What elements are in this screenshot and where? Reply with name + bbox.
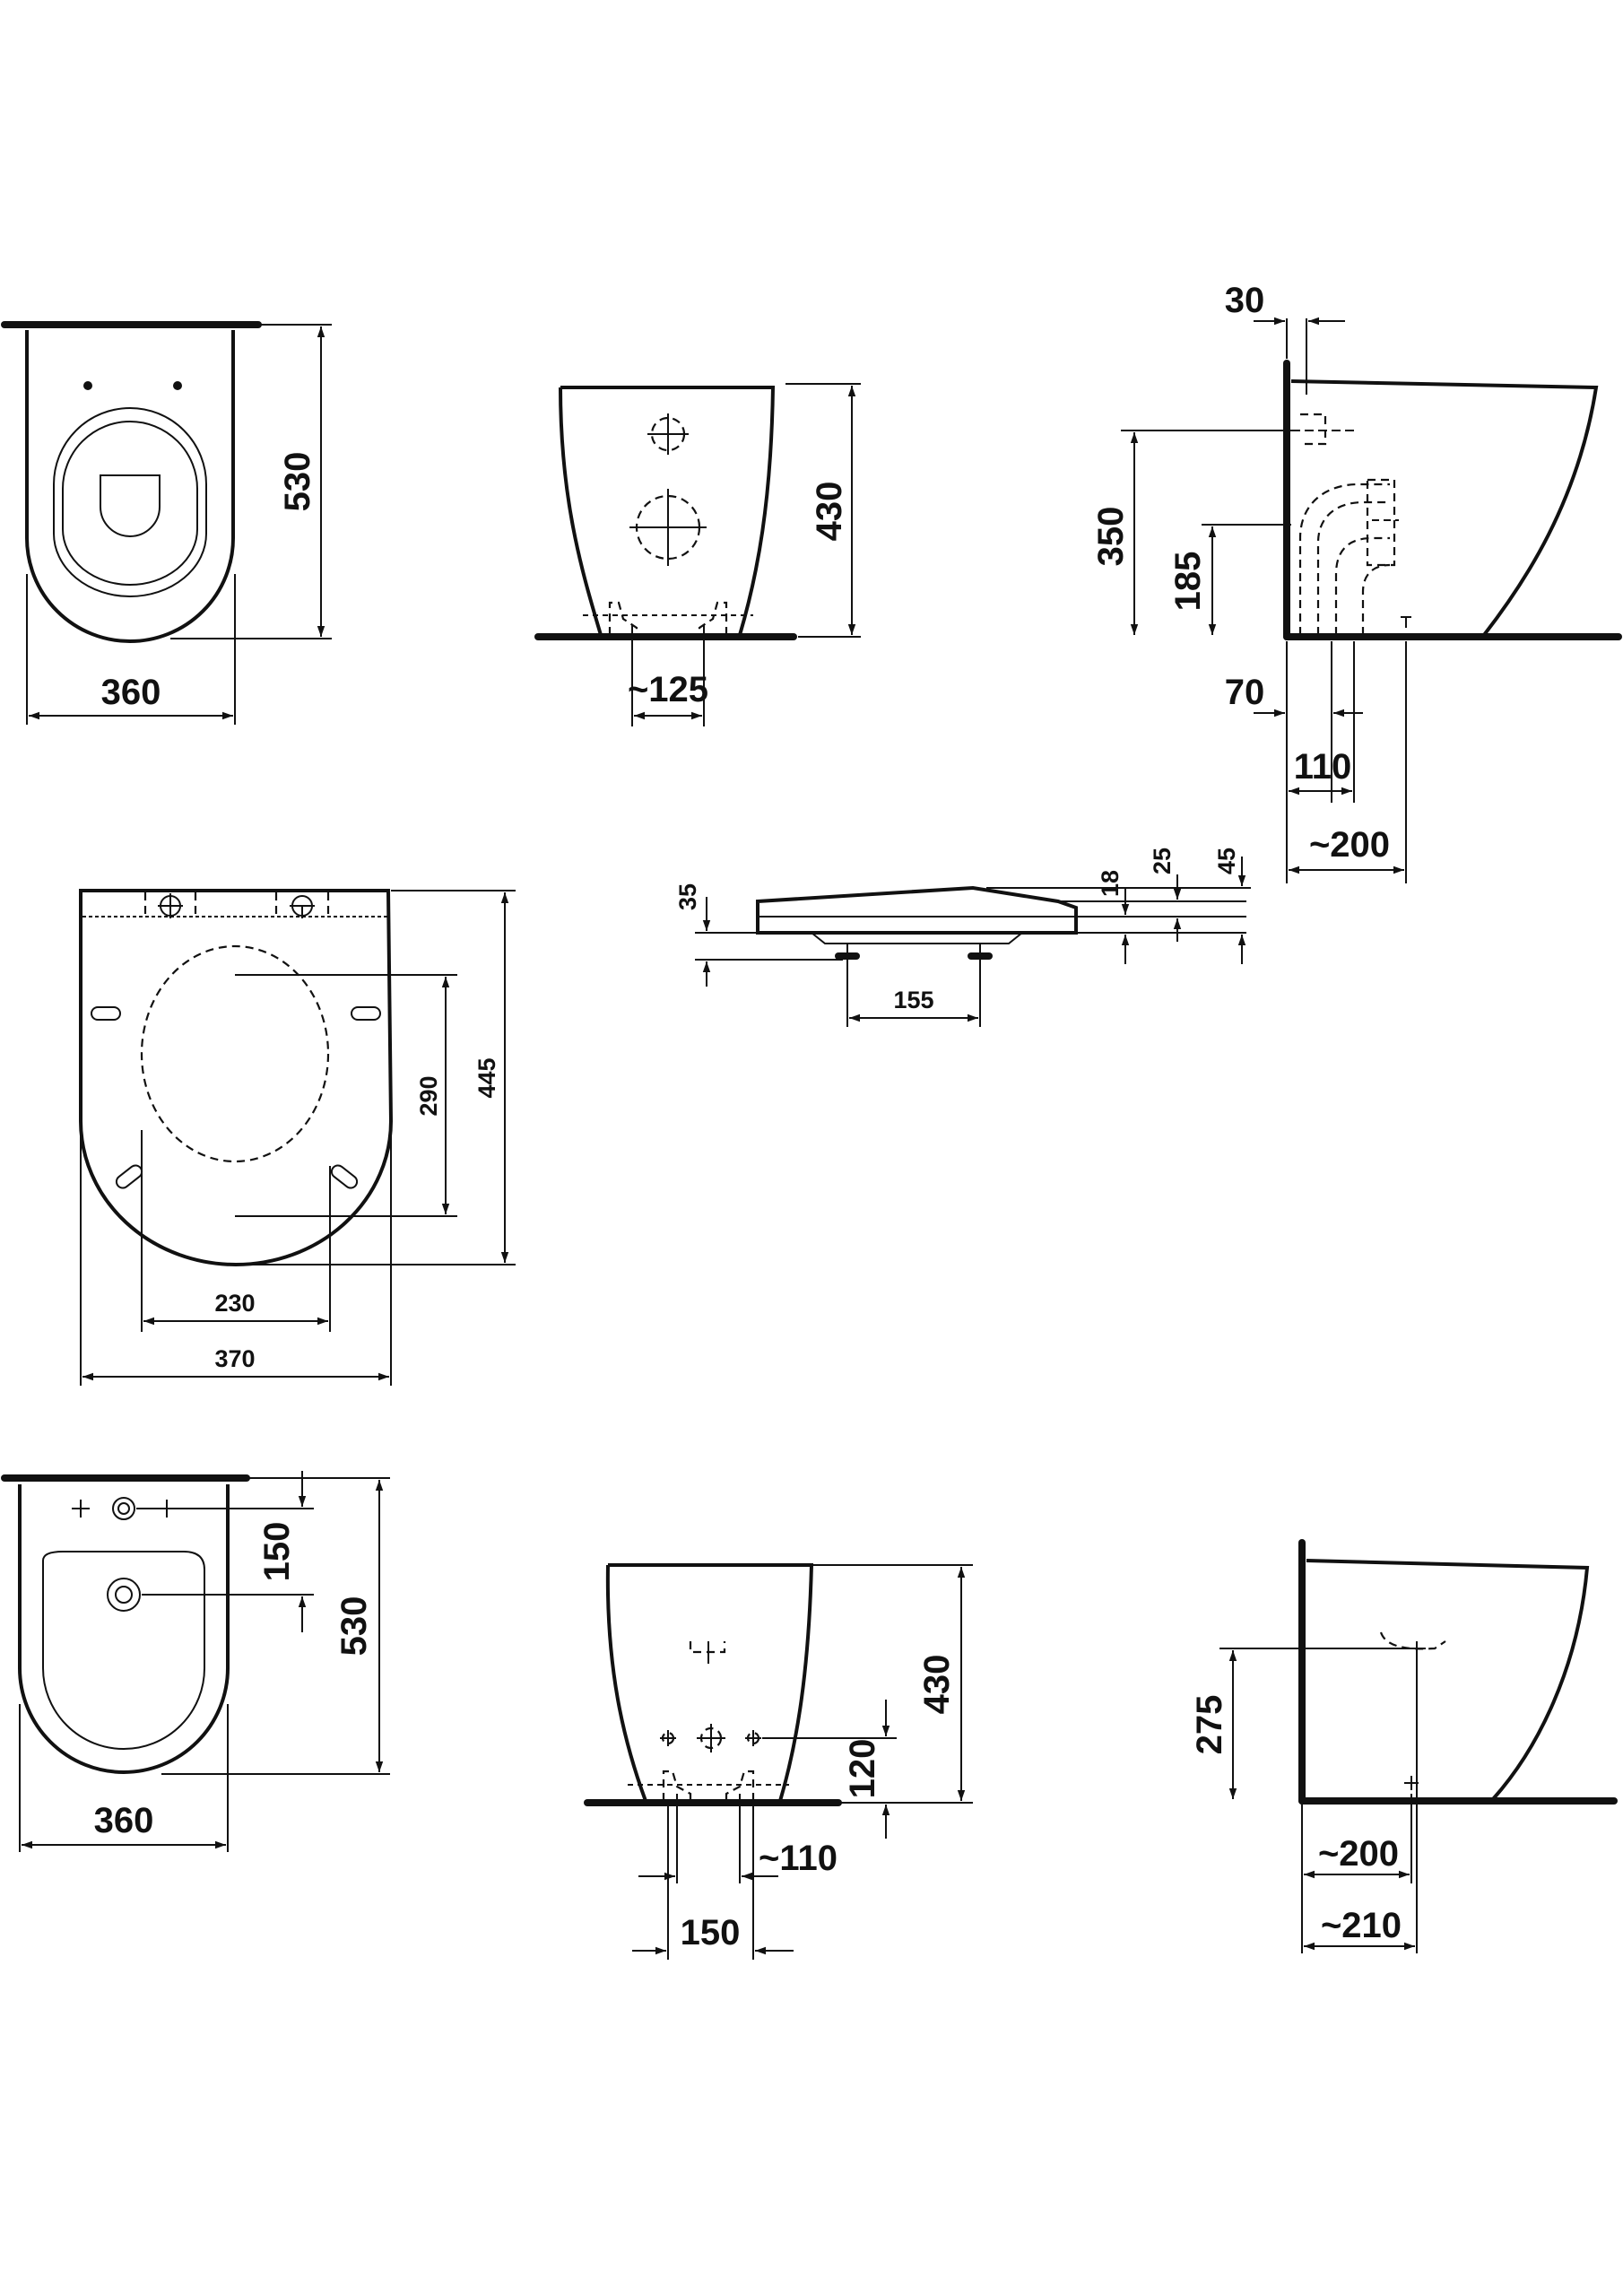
toilet-side-outlet-height-label: 185 <box>1168 552 1208 612</box>
bidet-top-width-label: 360 <box>94 1801 154 1840</box>
toilet-front-height-label: 430 <box>810 482 849 542</box>
seat-top-view: 290 445 230 370 <box>79 889 516 1386</box>
seat-outer-width-label: 370 <box>214 1345 255 1372</box>
toilet-front-view: 430 ~125 <box>534 383 861 726</box>
toilet-top-depth-label: 530 <box>278 452 317 512</box>
seat-cover-thickness-label: 18 <box>1097 870 1124 897</box>
toilet-side-outlet-offset-label: 70 <box>1225 673 1265 712</box>
toilet-side-wall-gap-label: 30 <box>1225 281 1265 320</box>
seat-inner-depth-label: 290 <box>415 1075 442 1116</box>
seat-clearance-label: 35 <box>674 883 701 910</box>
bidet-front-connection-label: 150 <box>681 1913 741 1952</box>
seat-inner-width-label: 230 <box>214 1290 255 1317</box>
bidet-front-view: 430 120 ~110 150 <box>584 1563 973 1960</box>
bidet-front-height-label: 430 <box>917 1655 957 1715</box>
bidet-side-fixing-label: ~200 <box>1318 1834 1399 1874</box>
bidet-front-supply-height-label: 120 <box>843 1739 882 1799</box>
toilet-side-view: 30 350 185 70 110 ~200 <box>1091 281 1622 883</box>
toilet-side-inlet-height-label: 350 <box>1091 507 1131 567</box>
seat-height-label: 25 <box>1149 848 1176 874</box>
bidet-side-view: 275 ~200 ~210 <box>1190 1539 1618 1953</box>
toilet-top-view: 360 530 <box>1 321 332 725</box>
seat-total-height-label: 45 <box>1213 848 1240 874</box>
bidet-top-depth-label: 530 <box>334 1596 374 1657</box>
toilet-side-floor-fixing-label: ~200 <box>1309 825 1390 865</box>
bidet-side-outlet-label: ~210 <box>1321 1906 1402 1945</box>
toilet-side-outlet-diameter-label: 110 <box>1294 747 1352 787</box>
seat-side-view: 35 18 25 45 155 <box>674 848 1251 1027</box>
bidet-front-fixing-label: ~110 <box>759 1839 838 1878</box>
bidet-top-view: 150 530 360 <box>1 1471 390 1852</box>
seat-outer-depth-label: 445 <box>473 1057 500 1098</box>
toilet-front-fixing-label: ~125 <box>628 670 708 709</box>
toilet-top-width-label: 360 <box>101 673 161 712</box>
bidet-side-supply-height-label: 275 <box>1190 1695 1229 1755</box>
seat-hinge-spacing-label: 155 <box>893 987 933 1013</box>
bidet-tap-hole-label: 150 <box>257 1522 297 1582</box>
